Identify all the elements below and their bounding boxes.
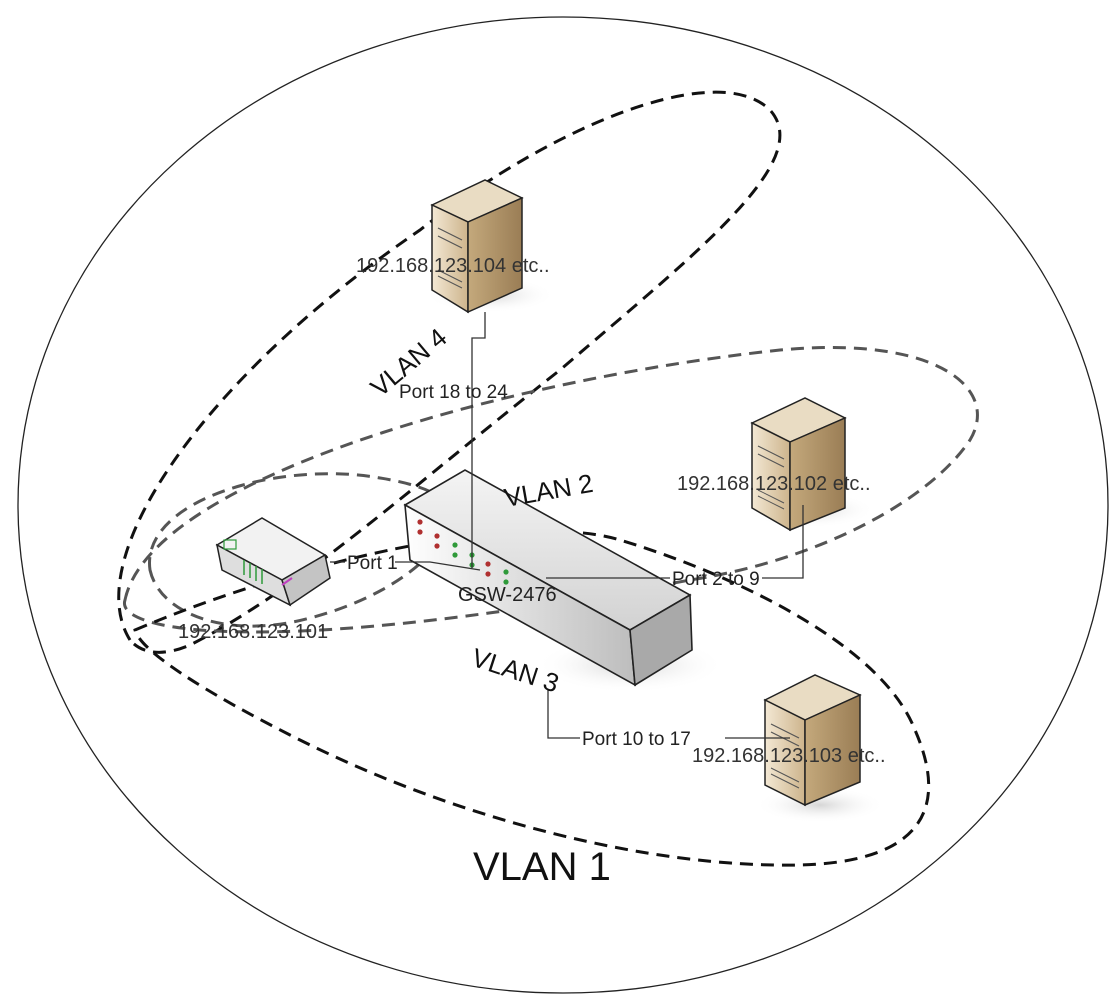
vlan1-boundary: [17, 16, 1109, 994]
server-vlan3[interactable]: [755, 674, 885, 823]
vlan1-label: VLAN 1: [473, 845, 611, 889]
port-label-vlan2: Port 2 to 9: [672, 569, 760, 590]
wire-port1-switch: [395, 561, 481, 571]
server-vlan2[interactable]: [745, 397, 875, 532]
ip-modem: 192.168.123.101: [178, 621, 328, 643]
port-label-port1: Port 1: [347, 553, 398, 574]
port-label-vlan4: Port 18 to 24: [399, 382, 508, 403]
wire-vlan4: [471, 312, 486, 568]
modem-device[interactable]: [215, 517, 331, 607]
vlan4-loop: [117, 90, 782, 654]
port-label-vlan3: Port 10 to 17: [582, 729, 691, 750]
wire-vlan2-server: [762, 505, 804, 579]
server-vlan4[interactable]: [425, 179, 555, 314]
vlan2-label: VLAN 2: [502, 468, 595, 513]
ip-server-vlan2: 192.168.123.102 etc..: [677, 473, 871, 495]
ip-server-vlan3: 192.168.123.103 etc..: [692, 745, 886, 767]
wire-vlan3: [547, 690, 580, 739]
vlan3-label: VLAN 3: [468, 642, 562, 698]
ip-server-vlan4: 192.168.123.104 etc..: [356, 255, 550, 277]
switch-gsw-2476[interactable]: [403, 469, 725, 693]
switch-port-leds: [417, 519, 509, 585]
switch-model-label: GSW-2476: [458, 584, 557, 606]
vlan2-loop: [123, 345, 979, 634]
